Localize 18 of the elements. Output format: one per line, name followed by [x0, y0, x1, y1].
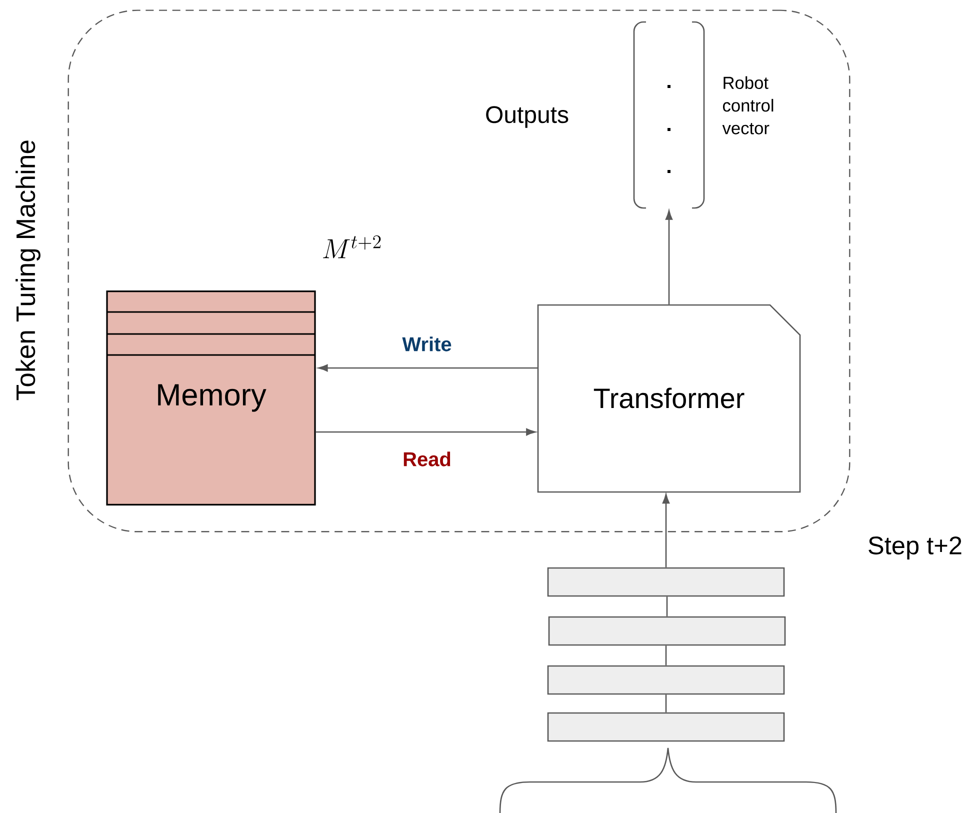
- arrow: [662, 494, 670, 568]
- outputs-label: Outputs: [486, 106, 568, 128]
- arrow: [665, 210, 673, 304]
- transformer-box: Transformer: [537, 304, 801, 493]
- arrow: [318, 364, 538, 372]
- edge-label: Read: [401, 450, 453, 468]
- output-vector: [633, 21, 705, 209]
- token-bar: [547, 567, 785, 597]
- token-bar: [547, 665, 785, 695]
- memory-box: Memory: [106, 290, 316, 506]
- step-label: Step t+2: [868, 536, 962, 560]
- arrow: [316, 428, 536, 436]
- token-bar: [548, 616, 786, 646]
- edge-label: Write: [400, 335, 454, 353]
- vector-caption: Robot control vector: [722, 76, 774, 134]
- token-bar: [547, 712, 785, 742]
- memory-state-label: $M^{t+2}$: [323, 235, 381, 258]
- node-label: Token Turing Machine: [16, 140, 40, 400]
